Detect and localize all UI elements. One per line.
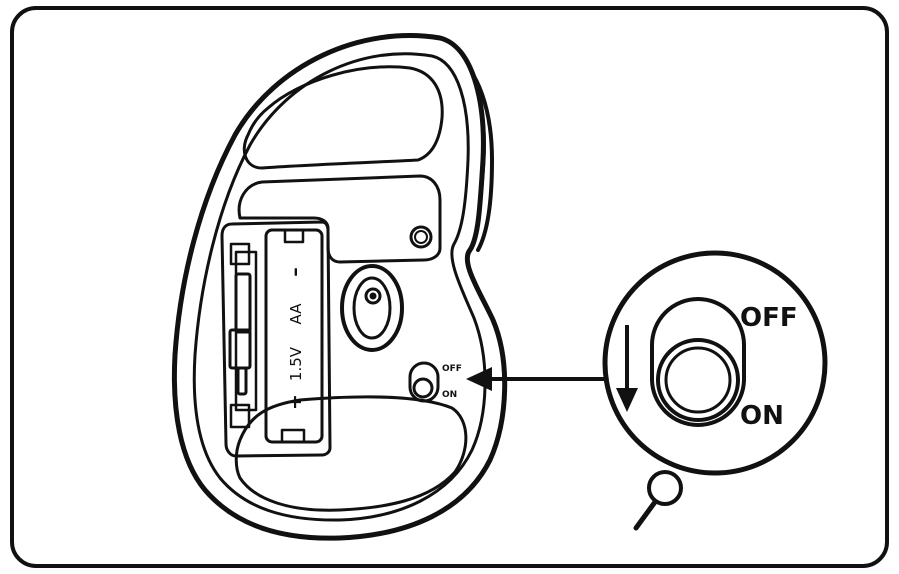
lower-glide-pad (234, 395, 468, 512)
switch-zoom-on-label: ON (740, 401, 784, 431)
switch-small-knob (412, 377, 434, 399)
magnifier-icon (633, 470, 683, 531)
mouse-outline (171, 33, 508, 541)
switch-small-off-label: OFF (442, 364, 462, 374)
screw-hole (409, 225, 433, 249)
optical-sensor (340, 264, 404, 352)
switch-small-track (408, 361, 440, 403)
battery-label-group: + 1.5V AA – (284, 267, 306, 410)
battery-compartment (220, 220, 332, 458)
mouse-body (171, 33, 508, 541)
switch-zoom-off-label: OFF (740, 303, 798, 333)
switch-zoom-knob-inner (664, 346, 732, 414)
optical-sensor-inner (352, 276, 392, 340)
battery-terminal-top (283, 228, 305, 244)
arrow-left-icon (466, 367, 615, 391)
screw-hole-inner (414, 230, 428, 244)
arrow-down-icon (616, 325, 638, 412)
center-panel (237, 174, 442, 264)
usb-receiver-end (236, 366, 248, 396)
battery-voltage: 1.5V (287, 346, 305, 381)
sensor-lens-inner (369, 292, 377, 300)
battery-type: AA (287, 303, 305, 325)
power-switch-small (408, 361, 440, 403)
battery-tab-bottom (229, 403, 251, 429)
mouse-inner-rim (192, 52, 487, 522)
upper-glide-pad (242, 65, 444, 170)
zoom-callout (602, 250, 828, 476)
sensor-lens (364, 287, 382, 305)
usb-receiver (234, 272, 252, 334)
switch-small-on-label: ON (442, 390, 457, 400)
battery-minus: – (284, 267, 306, 277)
battery-terminal-bottom (280, 428, 306, 444)
battery-plus: + (284, 394, 306, 410)
switch-zoom-knob (656, 338, 740, 422)
battery-tab-top (229, 242, 251, 266)
